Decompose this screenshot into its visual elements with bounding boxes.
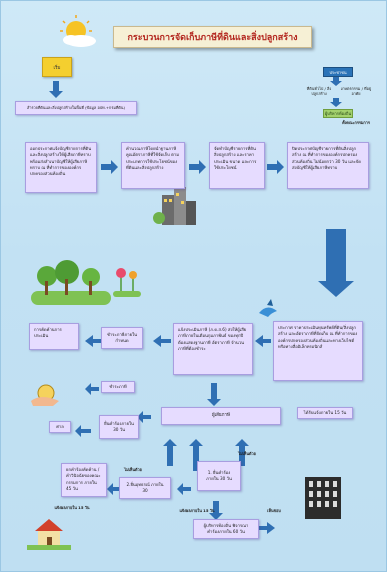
arrow-b2-b3 <box>189 160 206 174</box>
legend-tail: ตั้งคณะกรรมการ <box>342 120 370 125</box>
step-petition-30: 1. ยื่นคำร้อง ภายใน 30 วัน <box>197 461 241 491</box>
arrow-b12-b13 <box>177 483 191 495</box>
arrow-b10-court <box>75 425 91 437</box>
label-notify-bottom-left: แจ้งผลภายใน 15 วัน <box>54 505 90 510</box>
label-disagree-left: ไม่เห็นด้วย <box>124 467 142 472</box>
step-admin-review: ผู้บริหารท้องถิ่น พิจารณาคำร้องภายใน 60 … <box>193 519 259 539</box>
legend-chip-admin: ผู้บริหารท้องถิ่น <box>323 109 353 118</box>
skyscraper-icon <box>305 477 341 519</box>
legend-chip-public: ประชาชน <box>323 67 353 77</box>
arrow-start-down <box>49 81 63 98</box>
taxpayer-box: ผู้เสียภาษี <box>161 407 281 425</box>
step-calc-tax: คำนวณภาษีโดยนำฐานภาษีคูณอัตราภาษีที่ใช้จ… <box>121 142 185 189</box>
label-pay: ชำระภาษี <box>101 381 135 393</box>
step-prepare-list: จัดทำบัญชีรายการที่ดินสิ่งปลูกสร้าง และร… <box>209 142 265 189</box>
arrow-legend-2 <box>330 98 342 107</box>
start-node: เริ่ม <box>42 57 72 77</box>
arrow-b6-b5 <box>255 335 271 347</box>
legend-right-col: เกษตรกรรม / ที่อยู่อาศัย <box>340 86 372 96</box>
step-notify-assessment: แจ้งประเมินภาษี (ภ.ด.ส.6) ส่งให้ผู้เสียภ… <box>173 323 253 375</box>
arrow-up-b13 <box>163 439 177 466</box>
bird-icon <box>259 299 277 317</box>
arrow-b3-b4 <box>267 160 284 174</box>
arrow-b14-right <box>259 522 275 534</box>
step-publish-rates: ประกาศ ราคาประเมินทุนทรัพย์ที่ดิน/สิ่งปล… <box>273 321 363 381</box>
label-agree: เห็นชอบ <box>267 508 281 513</box>
label-notify-15: ได้รับแจ้งภายใน 15 วัน <box>297 407 353 419</box>
declare-banner: สำรวจที่ดินและสิ่งปลูกสร้างในพื้นที่ (ข้… <box>15 101 137 115</box>
step-objection: การคัดค้านการประเมิน <box>29 323 79 350</box>
step-appeal-30: 2.ยื่นอุทธรณ์ ภายใน 30 <box>119 477 171 499</box>
arrow-r1-left <box>85 383 99 395</box>
label-disagree-right: ไม่เห็นด้วย <box>238 451 256 456</box>
step-pay-on-time: ชำระภาษีภายในกำหนด <box>101 327 143 349</box>
buildings-icon <box>153 187 196 225</box>
money-hand-icon <box>31 384 59 406</box>
arrow-b1-b2 <box>101 160 118 174</box>
sun-cloud-icon <box>60 15 96 47</box>
flowers-icon <box>113 268 141 297</box>
arrow-b4-b6 <box>318 229 354 297</box>
house-icon <box>27 519 71 550</box>
arrow-b5-down <box>207 383 221 406</box>
trees-icon <box>31 260 111 305</box>
arrow-b9-left <box>137 411 151 423</box>
arrow-b5-b8 <box>153 335 171 347</box>
legend-left-col: ที่ดินทั่วไป / สิ่งปลูกสร้าง <box>306 86 332 96</box>
arrow-b8-b7 <box>85 335 101 347</box>
step-announce-list: ออกประกาศแจ้งบัญชีรายการที่ดินและสิ่งปลู… <box>25 142 97 193</box>
page-title: กระบวนการจัดเก็บภาษีที่ดินและสิ่งปลูกสร้… <box>113 26 312 48</box>
step-post-list: ปิดประกาศบัญชีรายการที่ดินสิ่งปลูกสร้าง … <box>287 142 369 189</box>
court-box: ศาล <box>49 421 71 433</box>
step-file-30: ยื่นคำร้องภายใน 30 วัน <box>99 415 139 439</box>
label-decide: แจ้งผลภายใน 15 วัน <box>179 508 215 513</box>
step-dismiss-objection: ยกคำร้องคัดค้าน / คำวินิจฉัยของคณะกรรมกา… <box>61 463 107 497</box>
